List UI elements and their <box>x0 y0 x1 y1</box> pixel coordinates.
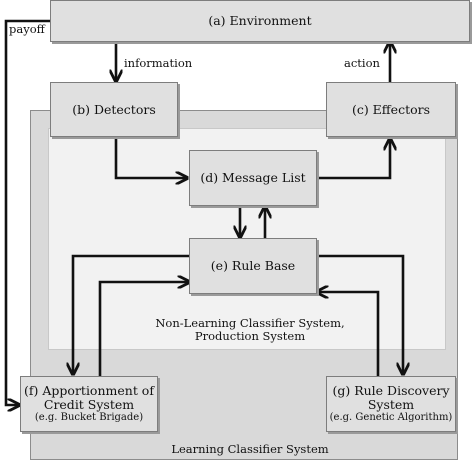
environment-label: (a) Environment <box>208 13 312 28</box>
arrow-rule-discovery-to-rule-base <box>318 292 380 376</box>
rule-base-box: (e) Rule Base <box>189 238 317 294</box>
arrow-rule-base-to-rule-discovery <box>316 254 403 373</box>
action-label: action <box>344 56 380 70</box>
effectors-label: (c) Effectors <box>351 101 431 117</box>
rule-discovery-title: (g) Rule Discovery <box>332 383 450 398</box>
payoff-label: payoff <box>9 22 45 36</box>
non-learning-region-label: Non-Learning Classifier System, Producti… <box>140 317 360 343</box>
arrow-detectors-to-message-list <box>114 138 186 178</box>
detectors-label: (b) Detectors <box>72 101 156 117</box>
arrow-payoff <box>4 19 50 405</box>
apportionment-example: (e.g. Bucket Brigade) <box>34 412 144 423</box>
arrow-apportionment-to-rule-base <box>98 282 188 376</box>
rule-base-label: (e) Rule Base <box>210 258 296 273</box>
non-learning-label-line1: Non-Learning Classifier System, <box>155 316 345 330</box>
apportionment-of-credit-box: (f) Apportionment of Credit System (e.g.… <box>20 376 158 432</box>
rule-discovery-title-line2: System <box>367 397 415 412</box>
environment-box: (a) Environment <box>50 0 470 42</box>
message-list-label: (d) Message List <box>200 170 306 185</box>
information-label: information <box>124 56 193 70</box>
apportionment-title-line2: Credit System <box>43 397 135 412</box>
arrow-message-list-to-effectors <box>319 140 390 180</box>
effectors-box: (c) Effectors <box>326 82 456 137</box>
rule-discovery-box: (g) Rule Discovery System (e.g. Genetic … <box>326 376 456 432</box>
learning-region-label: Learning Classifier System <box>171 442 329 456</box>
arrow-rule-base-to-apportionment <box>73 254 189 373</box>
rule-discovery-example: (e.g. Genetic Algorithm) <box>329 412 453 423</box>
non-learning-label-line2: Production System <box>194 329 306 343</box>
message-list-box: (d) Message List <box>189 150 317 206</box>
detectors-box: (b) Detectors <box>50 82 178 137</box>
apportionment-title: (f) Apportionment of <box>24 383 154 398</box>
